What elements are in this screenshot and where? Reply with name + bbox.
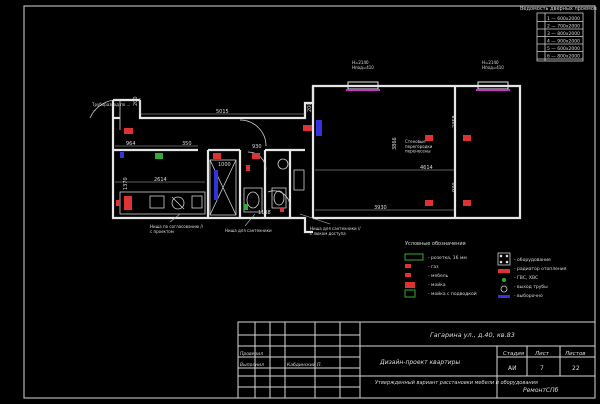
legend-left-item: - мойка с подводкой <box>428 290 477 297</box>
dim-350: 350 <box>182 141 192 147</box>
tb-checked: Проверил <box>240 351 263 357</box>
dim-200-right: 200 <box>307 102 313 112</box>
dim-3866: 3866 <box>392 137 398 150</box>
sheet-frame <box>23 5 596 399</box>
tb-made-name: Кабдинский П. <box>287 362 322 368</box>
dim-4614: 4614 <box>420 165 433 171</box>
tb-sheet-title: Утвержденный вариант расстановки мебели … <box>375 380 538 386</box>
tb-sheet-header: Лист <box>534 351 550 357</box>
doors-table-row: 5 — 600х2000 <box>547 46 580 52</box>
legend-right-item: - выход трубы <box>514 284 548 290</box>
legend-right-item: - оборудование <box>514 257 551 263</box>
tb-stage: АИ <box>508 365 517 372</box>
doors-table-row: 6 — 800х2000 <box>547 54 580 60</box>
doors-table-title: Ведомость дверных проемов <box>520 6 597 12</box>
legend-right-item: - ГВС, ХВС <box>514 275 538 281</box>
note-bottom-a: Ниша по согласованию //с проектом <box>150 224 204 234</box>
tb-sheets-header: Листов <box>564 351 586 357</box>
doors-table: Ведомость дверных проемов 1 — 600х2000 2 … <box>520 6 597 62</box>
legend-left-item: - газ <box>428 265 439 270</box>
legend-right-item: - радиатор отопления <box>514 267 567 272</box>
legend: Условные обозначения - розетка, 16 мм - г… <box>404 241 567 299</box>
title-block: Гагарина ул., д.40, кв.83 Дизайн-проект … <box>237 321 596 399</box>
tb-org: РемонтСПб <box>523 387 559 394</box>
dimension-lines: 5015 200 200 964 350 930 2614 1370 1000 … <box>115 96 458 216</box>
legend-left-item: - мойка <box>428 281 446 288</box>
dim-2358: 2358 <box>452 115 458 128</box>
dim-5015: 5015 <box>216 109 229 115</box>
walls <box>111 81 522 234</box>
plan-markers <box>116 120 471 212</box>
dim-930-right: 930 <box>452 182 458 192</box>
doors-table-row: 2 — 700х2000 <box>547 24 580 30</box>
tb-stage-header: Стадия <box>503 351 525 357</box>
dim-964: 964 <box>126 141 136 147</box>
dim-1370: 1370 <box>123 177 129 190</box>
dim-1000: 1000 <box>218 162 231 168</box>
doors-table-row: 3 — 800х2000 <box>547 31 580 37</box>
note-bottom-c: Ниша для сантехники //с люком доступа <box>310 226 361 236</box>
note-bottom-b: Ниша для сантехники <box>225 228 272 233</box>
dim-930: 930 <box>252 144 262 150</box>
doors-table-row: 4 — 900х2000 <box>547 39 580 45</box>
legend-title: Условные обозначения <box>405 241 466 247</box>
legend-left-item: - розетка, 16 мм <box>428 255 467 261</box>
dim-2614: 2614 <box>154 177 167 183</box>
legend-left-item: - мебель <box>428 273 449 279</box>
bathroom-fixtures <box>243 158 305 213</box>
tb-project: Дизайн-проект квартиры <box>379 359 460 366</box>
tb-sheet: 7 <box>540 365 544 372</box>
tb-address: Гагарина ул., д.40, кв.83 <box>430 331 515 339</box>
doors-table-row: 1 — 600х2000 <box>547 16 580 22</box>
dim-3930: 3930 <box>374 205 387 211</box>
kitchen-furniture <box>119 159 237 216</box>
tb-sheets: 22 <box>572 365 580 372</box>
note-top-left: Труборазвод по ...... <box>91 102 130 112</box>
tb-made: Выполнил <box>240 362 264 368</box>
legend-right-item: - выборочно <box>514 293 543 299</box>
dim-1138: 1138 <box>258 210 271 216</box>
dim-200-left: 200 <box>133 96 139 106</box>
